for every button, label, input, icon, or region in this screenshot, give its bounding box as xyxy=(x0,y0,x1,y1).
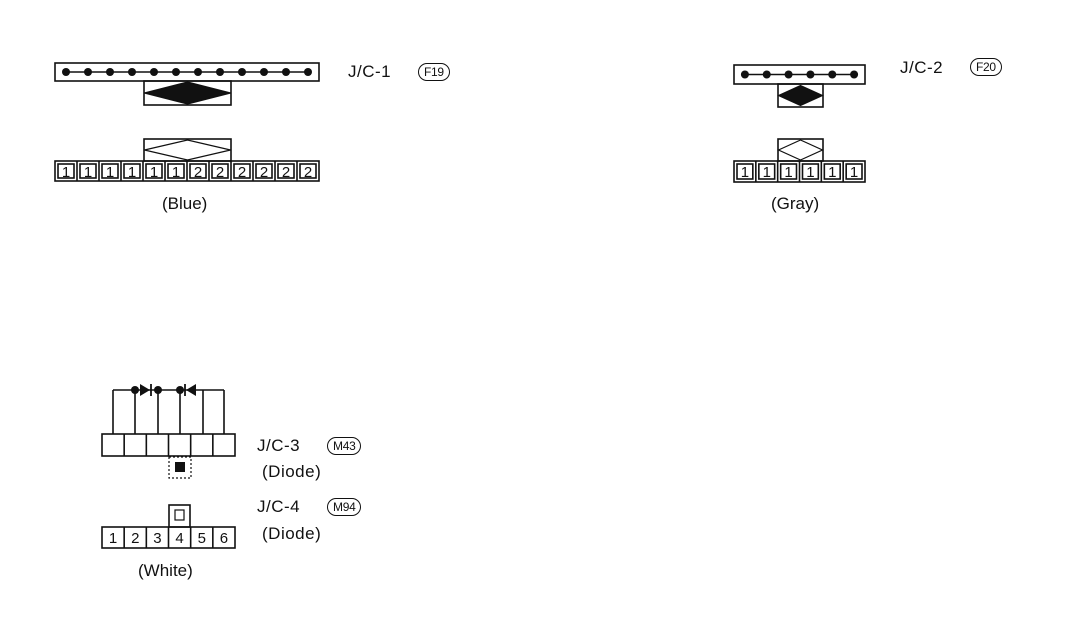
jc1-pin-number: 1 xyxy=(62,164,70,181)
jc4-pin-number: 4 xyxy=(175,530,183,547)
jc3-junction xyxy=(154,386,162,394)
jc1-pin-number: 2 xyxy=(238,164,246,181)
jc2-pin-number: 1 xyxy=(828,164,836,181)
jc1-pin-cell xyxy=(167,163,185,179)
jc1-title: J/C-1 xyxy=(348,62,392,81)
jc1-pin-number: 1 xyxy=(150,164,158,181)
jc1-pin-cell xyxy=(211,163,229,179)
jc4-pin-number: 3 xyxy=(153,530,161,547)
jc2-pin-number: 1 xyxy=(806,164,814,181)
jc2-key-open xyxy=(777,139,824,161)
jc2-pin-cell xyxy=(823,163,841,180)
jc2-color-label: (Gray) xyxy=(771,194,820,213)
jc1-pin-cell xyxy=(255,163,273,179)
jc3-badge: M43 xyxy=(327,437,362,455)
jc1-pin-number: 1 xyxy=(172,164,180,181)
jc2-pin-dot xyxy=(850,70,859,79)
jc1-pin-number: 1 xyxy=(106,164,114,181)
jc2-pin-cell xyxy=(736,163,754,180)
jc3-type-label: (Diode) xyxy=(262,462,322,481)
jc4-type-label: (Diode) xyxy=(262,524,322,543)
jc2-key-filled xyxy=(777,84,824,107)
jc1-pin-number: 2 xyxy=(194,164,202,181)
jc2-pin-number: 1 xyxy=(784,164,792,181)
jc1-pin-cell xyxy=(101,163,119,179)
jc3-junction xyxy=(131,386,139,394)
jc2-pin-cell xyxy=(758,163,776,180)
jc4-key-tab xyxy=(168,504,191,528)
jc1-pin-cell xyxy=(233,163,251,179)
jc4-pin-number: 2 xyxy=(131,530,139,547)
jc3-diode-left xyxy=(140,384,150,396)
jc4-pin-number: 1 xyxy=(109,530,117,547)
jc2-bottom-tab xyxy=(777,138,824,162)
jc2-pin-number: 1 xyxy=(763,164,771,181)
jc1-pin-number: 1 xyxy=(128,164,136,181)
jc2-pin-cell xyxy=(801,163,820,180)
jc4-badge: M94 xyxy=(327,498,362,516)
jc2-badge: F20 xyxy=(970,58,1002,76)
jc1-top-tab xyxy=(143,80,232,106)
jc1-pin-number: 2 xyxy=(260,164,268,181)
jc2-pin-number: 1 xyxy=(850,164,858,181)
jc1-key-filled xyxy=(144,81,231,105)
jc1-badge: F19 xyxy=(418,63,450,81)
jc4-key-open xyxy=(174,509,185,521)
jc1-pin-cell xyxy=(277,163,295,179)
jc1-pin-cell xyxy=(79,163,97,179)
jc1-pin-cell xyxy=(145,163,163,179)
jc3-key-tab xyxy=(168,456,192,479)
jc1-pin-cell xyxy=(299,163,317,179)
jc4-pin-number: 6 xyxy=(220,530,228,547)
jc1-pin-dot xyxy=(304,68,312,76)
jc2-title: J/C-2 xyxy=(900,58,944,77)
jc3-title: J/C-3 xyxy=(257,436,301,455)
jc1-pin-cell xyxy=(57,163,75,179)
jc1-color-label: (Blue) xyxy=(162,194,208,213)
jc1-bottom-tab xyxy=(143,138,232,162)
jc1-pin-number: 2 xyxy=(282,164,290,181)
jc2-pin-number: 1 xyxy=(741,164,749,181)
jc4-title: J/C-4 xyxy=(257,497,301,516)
jc1-pin-cell xyxy=(123,163,141,179)
jc1-pin-number: 2 xyxy=(304,164,312,181)
jc3-key-filled xyxy=(175,462,185,472)
jc1-key-open xyxy=(144,139,231,161)
jc1-pin-number: 1 xyxy=(84,164,92,181)
jc2-pin-cell xyxy=(779,163,798,180)
jc3-junction xyxy=(176,386,184,394)
jc4-pin-number: 5 xyxy=(198,530,206,547)
jc3-diode-right xyxy=(186,384,196,396)
jc4-color-label: (White) xyxy=(138,561,193,580)
jc1-pin-number: 2 xyxy=(216,164,224,181)
jc2-pin-cell xyxy=(845,163,863,180)
jc1-pin-cell xyxy=(189,163,207,179)
